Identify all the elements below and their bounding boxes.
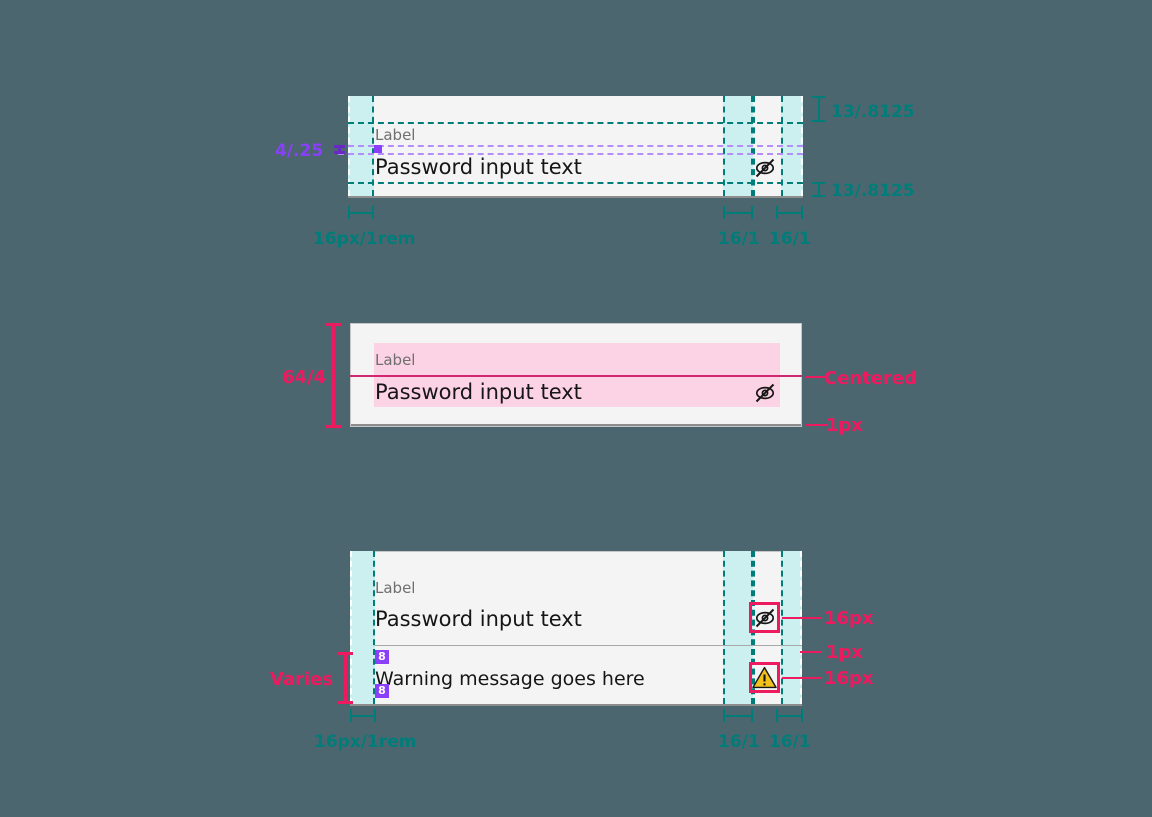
measure-icon-gap — [723, 206, 753, 219]
leader-icon-size-3 — [782, 617, 822, 619]
anno-bottom-spacing: 13/.8125 — [831, 181, 915, 201]
eye-slash-icon[interactable] — [752, 157, 778, 179]
input-underline-2 — [351, 424, 801, 426]
leader-border — [806, 424, 828, 426]
input-value: Password input text — [375, 155, 582, 179]
measure-icon-col-3 — [776, 709, 803, 722]
warning-message: Warning message goes here — [375, 668, 645, 690]
anno-icon-col-3: 16/1 — [769, 732, 811, 752]
eye-slash-icon-2[interactable] — [752, 382, 778, 404]
band-icon-gap-3 — [723, 551, 753, 704]
measure-icon-size — [776, 206, 803, 219]
guide-label-gap-top — [338, 145, 803, 147]
measure-varies — [338, 652, 353, 704]
anno-divider-3: 1px — [826, 642, 864, 663]
anno-left-padding-3: 16px/1rem — [314, 732, 417, 752]
measure-left-padding — [348, 206, 374, 219]
input-label-3: Label — [375, 579, 416, 597]
center-rule — [350, 375, 802, 377]
leader-divider-3 — [800, 651, 822, 653]
guide-label-gap-bottom — [338, 153, 803, 155]
chip-spacing-bottom: 8 — [375, 684, 389, 698]
anno-icon-size-3: 16px — [824, 608, 874, 629]
input-value-3: Password input text — [375, 607, 582, 631]
anno-icon-size: 16/1 — [769, 229, 811, 249]
band-icon-size-3 — [781, 551, 802, 704]
guide-content-bottom — [348, 182, 803, 184]
measure-top-spacing — [812, 96, 825, 122]
input-underline-3 — [350, 704, 802, 706]
guide-icon-col-left-3 — [753, 551, 755, 704]
leader-centered — [806, 376, 828, 378]
anno-icon-gap: 16/1 — [718, 229, 760, 249]
anno-varies: Varies — [270, 669, 334, 690]
measure-label-gap — [334, 145, 345, 154]
eye-slash-icon-3[interactable] — [752, 607, 778, 629]
input-label: Label — [375, 126, 416, 144]
icon-box-warning — [749, 662, 780, 693]
icon-box-eye — [749, 602, 780, 633]
band-left-padding-3 — [350, 551, 375, 704]
input-topline-3 — [350, 551, 802, 552]
leader-warning-size-3 — [782, 677, 822, 679]
guide-content-top — [348, 122, 803, 124]
anno-left-padding: 16px/1rem — [313, 229, 416, 249]
warning-divider — [375, 645, 802, 646]
measure-panel-height — [326, 323, 341, 428]
guide-panel-right-3 — [800, 551, 802, 704]
guide-panel-left-3 — [350, 551, 352, 704]
measure-icon-gap-3 — [723, 709, 753, 722]
anno-border: 1px — [826, 415, 864, 436]
anno-label-gap: 4/.25 — [275, 141, 324, 161]
label-gap-marker — [374, 145, 382, 153]
measure-left-padding-3 — [350, 709, 376, 722]
input-label-2: Label — [375, 351, 416, 369]
measure-bottom-spacing — [812, 182, 825, 197]
anno-centered: Centered — [824, 368, 918, 389]
chip-spacing-top: 8 — [375, 650, 389, 664]
anno-warning-size-3: 16px — [824, 668, 874, 689]
input-value-2: Password input text — [375, 380, 582, 404]
warning-filled-icon[interactable] — [752, 665, 777, 690]
anno-icon-gap-3: 16/1 — [718, 732, 760, 752]
anno-panel-height: 64/4 — [282, 367, 327, 388]
anno-top-spacing: 13/.8125 — [831, 102, 915, 122]
input-underline — [348, 196, 803, 198]
